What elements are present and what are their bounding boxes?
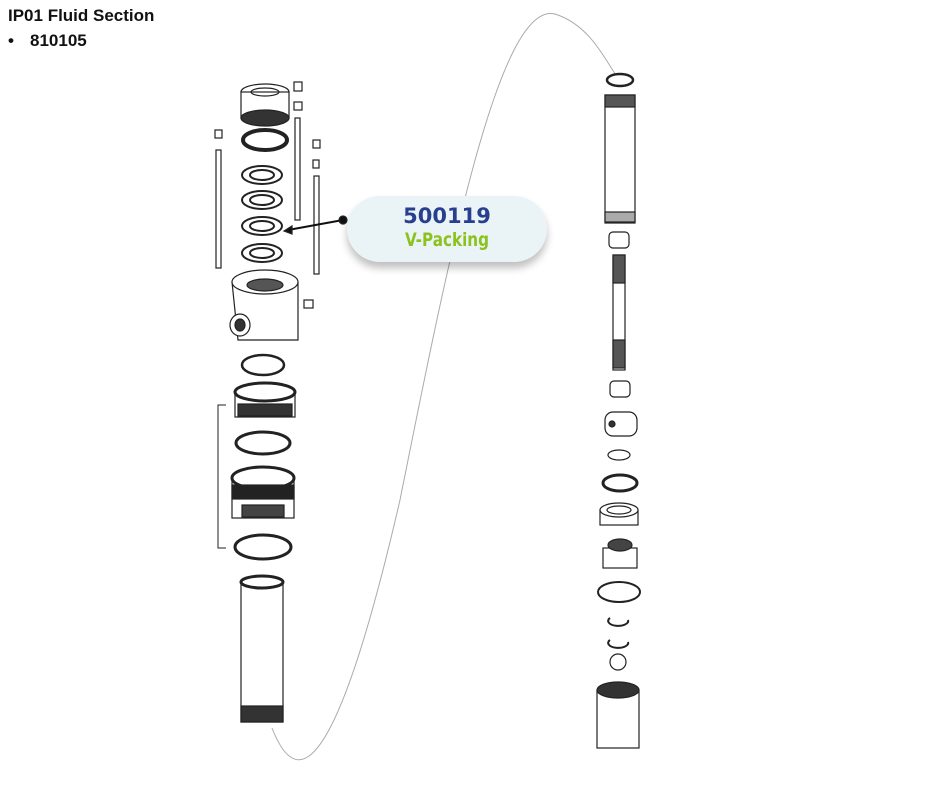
connector-curve xyxy=(271,13,617,761)
callout-dot xyxy=(338,215,348,225)
o-ring xyxy=(234,430,292,456)
part-callout[interactable]: 500119 V-Packing xyxy=(347,196,547,262)
o-ring xyxy=(233,533,293,561)
left-assembly xyxy=(214,81,321,723)
bullet-icon: • xyxy=(8,31,14,50)
retaining-clip xyxy=(607,617,630,627)
assembly-number: 810105 xyxy=(30,31,87,50)
foot-valve-housing xyxy=(596,681,640,749)
callout-part-number: 500119 xyxy=(403,204,491,228)
retaining-clip xyxy=(607,639,630,649)
nut xyxy=(609,380,631,398)
arrowhead-icon xyxy=(282,224,293,235)
bracket xyxy=(217,404,226,549)
page-title: IP01 Fluid Section xyxy=(8,6,155,25)
displacement-rod-cylinder xyxy=(604,94,636,224)
o-ring xyxy=(605,72,635,88)
packing-nut xyxy=(233,381,297,418)
valve-piston xyxy=(602,538,638,569)
small-ring xyxy=(607,449,631,461)
ring xyxy=(597,581,641,603)
cylinder xyxy=(239,574,285,723)
packing-rings xyxy=(241,128,289,263)
threaded-rod xyxy=(612,254,626,371)
ring xyxy=(601,473,639,493)
nut xyxy=(608,231,630,249)
pump-housing xyxy=(229,269,314,341)
callout-arrow xyxy=(287,219,344,231)
right-assembly xyxy=(596,72,641,749)
o-ring xyxy=(240,353,286,377)
top-cap xyxy=(240,83,290,127)
piston xyxy=(230,465,296,519)
ball xyxy=(609,653,627,671)
guide xyxy=(604,411,638,437)
cup xyxy=(599,502,639,526)
callout-part-name: V-Packing xyxy=(405,229,489,251)
assembly-list-item: • 810105 xyxy=(8,31,87,51)
